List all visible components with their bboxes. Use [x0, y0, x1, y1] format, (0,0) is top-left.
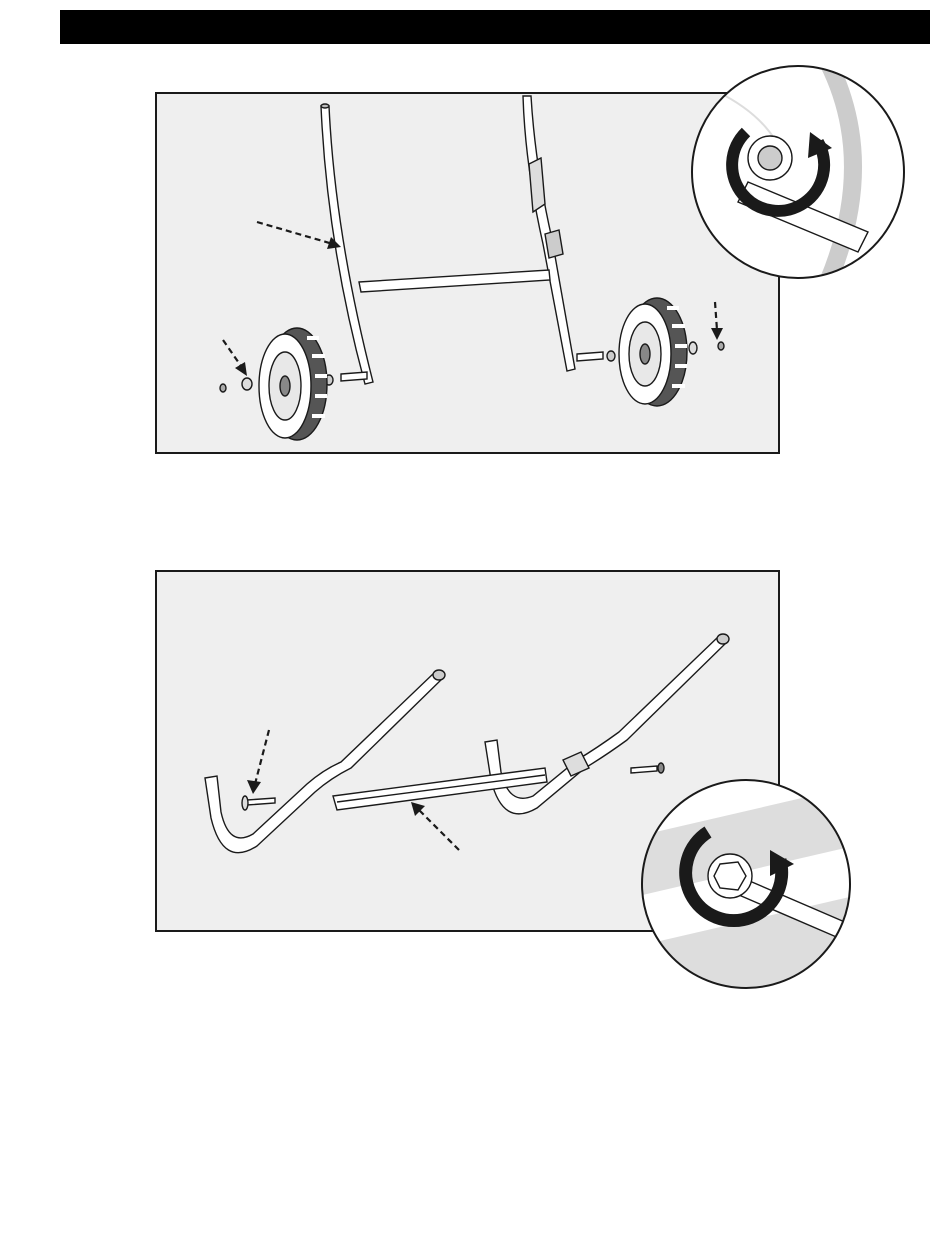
short-bolt — [631, 766, 657, 773]
step1-illustration-panel — [155, 92, 780, 454]
nut — [220, 384, 226, 392]
wrench-tightening-nut-icon — [638, 776, 854, 992]
handle-tube-left — [205, 672, 443, 853]
frame-with-wheels-drawing — [157, 94, 778, 452]
cross-bar — [359, 270, 550, 292]
washer — [242, 378, 252, 390]
wheel-right — [619, 298, 687, 406]
bracket — [529, 158, 545, 212]
axle-bolt — [341, 372, 367, 381]
long-bolt — [247, 798, 275, 805]
wrench-tightening-nut-icon — [688, 62, 908, 282]
wheel-left — [259, 328, 327, 440]
section-header-bar — [60, 10, 930, 44]
